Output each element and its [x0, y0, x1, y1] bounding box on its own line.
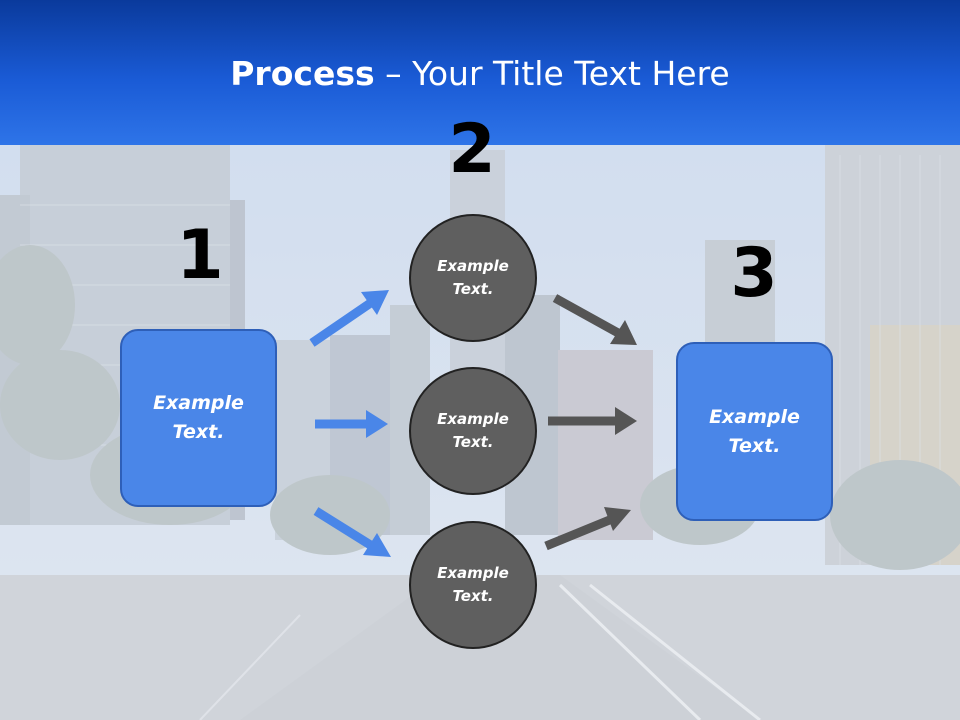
gray-arrow-up [544, 507, 631, 551]
step-3-box: Example Text. [676, 342, 833, 521]
step-1-text: Example Text. [153, 392, 244, 443]
header-band: Process – Your Title Text Here [0, 0, 960, 145]
blue-arrow-up [309, 290, 389, 347]
node-top-text: Example Text. [437, 257, 509, 298]
step-1-box: Example Text. [120, 329, 277, 507]
node-middle-text: Example Text. [437, 410, 509, 451]
step-2-node-bottom: Example Text. [409, 521, 537, 649]
blue-arrow-right [315, 410, 388, 438]
node-bottom-text: Example Text. [437, 564, 509, 605]
step-1-number: 1 [176, 216, 224, 295]
step-2-node-middle: Example Text. [409, 367, 537, 495]
title-bold: Process [230, 54, 375, 93]
title-rest: Your Title Text Here [412, 54, 730, 93]
slide-title: Process – Your Title Text Here [0, 52, 960, 96]
gray-arrow-right [548, 407, 637, 435]
step-3-number: 3 [730, 234, 778, 313]
gray-arrow-down [552, 294, 637, 345]
step-2-node-top: Example Text. [409, 214, 537, 342]
blue-arrow-down [313, 507, 391, 557]
step-3-text: Example Text. [709, 405, 800, 457]
title-dash: – [374, 54, 413, 93]
step-2-number: 2 [448, 110, 496, 189]
